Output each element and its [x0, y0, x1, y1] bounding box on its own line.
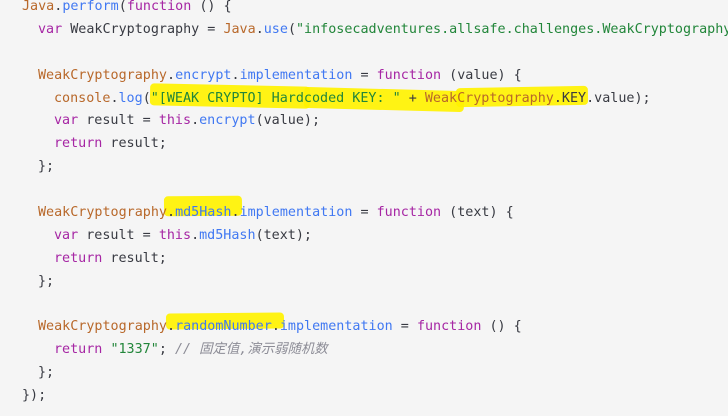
code-line-7: return result; — [22, 133, 728, 156]
token-params: (value) { — [441, 67, 522, 83]
code-line-8: }; — [22, 156, 728, 179]
token-randomnumber: randomNumber — [175, 319, 272, 335]
token-params: (text) { — [441, 205, 514, 221]
token-function-keyword: function — [126, 0, 192, 14]
token-use: use — [263, 21, 288, 37]
token-identifier: result = — [78, 113, 159, 129]
token-weakcryptography: WeakCryptography — [38, 319, 167, 335]
token-return-keyword: return — [54, 136, 103, 152]
token-return-keyword: return — [54, 342, 103, 358]
token-close-perform: }); — [22, 388, 47, 404]
token-implementation: implementation — [239, 67, 353, 83]
token-function-keyword: function — [376, 205, 442, 221]
token-paren: ( — [287, 21, 296, 37]
token-log-string: "[WEAK CRYPTO] Hardcoded KEY: " — [150, 90, 401, 106]
code-line-11: var result = this.md5Hash(text); — [22, 225, 728, 248]
token-var-keyword: var — [54, 227, 79, 243]
token-identifier: result = — [78, 227, 159, 243]
token-function-keyword: function — [376, 67, 442, 83]
token-dot: . — [191, 113, 200, 129]
token-this-keyword: this — [158, 113, 192, 129]
code-line-3-blank — [22, 42, 728, 65]
token-encrypt: encrypt — [175, 67, 232, 83]
code-line-6: var result = this.encrypt(value); — [22, 110, 728, 133]
code-line-18: }); — [22, 385, 728, 408]
code-line-17: }; — [22, 362, 728, 385]
token-log: log — [118, 90, 143, 106]
token-java: Java — [22, 0, 55, 14]
code-line-5: console.log("[WEAK CRYPTO] Hardcoded KEY… — [22, 88, 728, 111]
code-line-13: }; — [22, 271, 728, 294]
code-line-15: WeakCryptography.randomNumber.implementa… — [22, 316, 728, 339]
code-line-4: WeakCryptography.encrypt.implementation … — [22, 65, 728, 88]
code-line-10: WeakCryptography.md5Hash.implementation … — [22, 202, 728, 225]
token-dot: . — [231, 205, 240, 221]
token-comment: // 固定值,演示弱随机数 — [174, 342, 328, 358]
token-semicolon: ; — [158, 342, 175, 358]
token-weakcryptography: WeakCryptography — [424, 90, 554, 106]
token-function-keyword: function — [416, 319, 482, 335]
token-punct: () { — [191, 0, 232, 14]
token-return-keyword: return — [54, 250, 103, 266]
token-encrypt: encrypt — [199, 113, 256, 129]
code-line-9-blank — [22, 179, 728, 202]
token-assign: = — [392, 319, 417, 335]
token-dot: . — [191, 227, 200, 243]
token-dot: . — [167, 319, 176, 335]
token-paren: ( — [118, 0, 127, 14]
token-class-string: "infosecadventures.allsafe.challenges.We… — [296, 21, 728, 37]
code-line-12: return result; — [22, 248, 728, 271]
code-line-2: var WeakCryptography = Java.use("infosec… — [22, 19, 728, 42]
token-weakcryptography: WeakCryptography — [38, 67, 167, 83]
token-paren: ( — [142, 90, 151, 106]
token-key-value: .KEY.value — [553, 90, 635, 106]
token-implementation: implementation — [239, 205, 353, 221]
token-dot: . — [110, 90, 119, 106]
token-identifier: result; — [102, 250, 167, 266]
token-assign: = — [352, 67, 377, 83]
token-identifier: result; — [102, 136, 167, 152]
token-perform: perform — [62, 0, 119, 14]
token-close-brace: }; — [38, 365, 55, 381]
token-assign: = — [352, 205, 377, 221]
token-plus: + — [400, 90, 425, 106]
token-md5hash: md5Hash — [199, 227, 256, 243]
code-line-14-blank — [22, 294, 728, 317]
token-var-keyword: var — [38, 21, 63, 37]
token-java: Java — [223, 21, 256, 37]
token-identifier: WeakCryptography = — [62, 21, 224, 37]
token-dot: . — [255, 21, 264, 37]
token-dot: . — [231, 67, 240, 83]
token-this-keyword: this — [158, 227, 192, 243]
token-md5hash: md5Hash — [175, 205, 232, 221]
token-close-brace: }; — [38, 159, 55, 175]
token-1337-string: "1337" — [110, 342, 159, 358]
token-implementation: implementation — [279, 319, 393, 335]
token-dot: . — [167, 205, 176, 221]
token-args: (text); — [255, 227, 312, 243]
token-dot: . — [271, 319, 280, 335]
token-weakcryptography: WeakCryptography — [38, 205, 167, 221]
token-dot: . — [54, 0, 63, 14]
token-var-keyword: var — [54, 113, 79, 129]
token-params: () { — [481, 319, 522, 335]
token-close-brace: }; — [38, 273, 55, 289]
token-args: (value); — [255, 113, 321, 129]
code-line-16: return "1337"; // 固定值,演示弱随机数 — [22, 339, 728, 362]
code-line-1: Java.perform(function () { — [22, 0, 728, 19]
token-dot: . — [167, 67, 176, 83]
token-console: console — [54, 90, 111, 106]
token-punct: ); — [634, 90, 651, 106]
